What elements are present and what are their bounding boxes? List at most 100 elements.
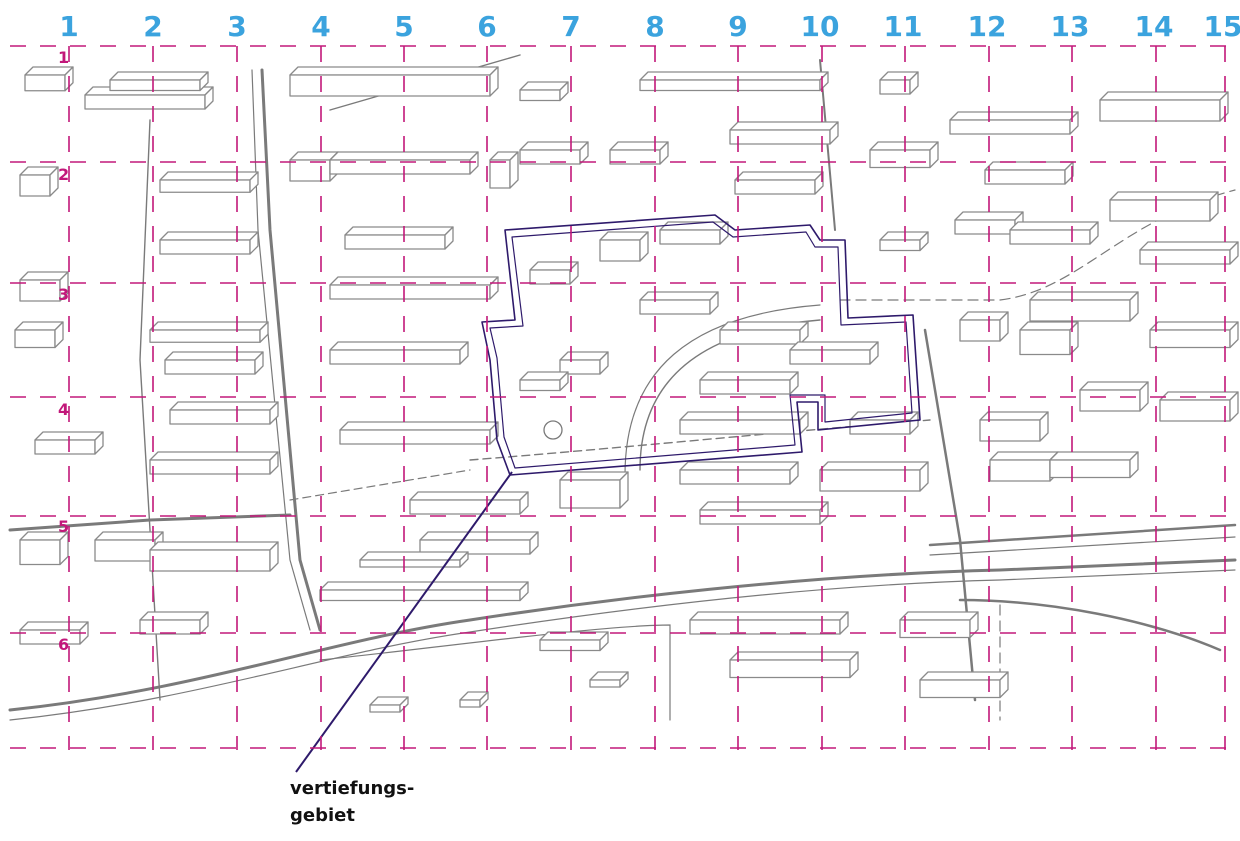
building [729, 121, 839, 145]
building [1009, 221, 1099, 245]
building [519, 141, 589, 165]
row-label: 6 [58, 635, 69, 654]
building [1099, 91, 1229, 122]
road-south-curve-inner [9, 569, 1236, 721]
column-label: 11 [884, 10, 923, 43]
building [639, 71, 829, 92]
column-label: 9 [728, 10, 747, 43]
building [19, 531, 69, 566]
road-curve-center-2 [624, 304, 821, 476]
building [14, 321, 64, 349]
building [34, 431, 104, 455]
road-east-horizontal [928, 523, 1237, 547]
row-label: 1 [58, 48, 69, 67]
building [529, 261, 579, 285]
column-label: 2 [143, 10, 162, 43]
building [19, 166, 59, 197]
roundabout-feature [543, 420, 563, 440]
road-south-lower [319, 624, 671, 721]
building [344, 226, 454, 250]
building [109, 71, 209, 92]
building [789, 341, 879, 365]
row-label: 5 [58, 517, 69, 536]
column-label: 8 [645, 10, 664, 43]
building [519, 371, 569, 392]
building [984, 161, 1074, 185]
boundary-inner [489, 221, 913, 469]
building [159, 171, 259, 193]
building [519, 81, 569, 102]
building [899, 611, 979, 639]
building [639, 291, 719, 315]
column-label: 15 [1204, 10, 1240, 43]
building [419, 531, 539, 555]
building [979, 411, 1049, 442]
building [1109, 191, 1219, 222]
building [369, 696, 409, 713]
building [1159, 391, 1239, 422]
building [719, 321, 809, 345]
row-labels: 1 2 3 4 5 6 [58, 48, 69, 654]
building [289, 66, 499, 97]
building [149, 541, 279, 572]
row-label: 2 [58, 165, 69, 184]
road-south-curve [8, 558, 1237, 712]
column-label: 12 [968, 10, 1007, 43]
main-road-west [260, 68, 322, 632]
building [19, 271, 69, 302]
building [879, 231, 929, 252]
building [329, 276, 499, 300]
building [559, 351, 609, 375]
road-east-horizontal-2 [929, 536, 1236, 556]
building [869, 141, 939, 169]
main-road-west-inner [251, 69, 311, 631]
column-label: 3 [227, 10, 246, 43]
building [679, 411, 809, 435]
building [919, 671, 1009, 699]
building [819, 461, 929, 492]
building [699, 371, 799, 395]
path-west-diag [289, 469, 471, 501]
focus-area-label-line2: gebiet [290, 805, 355, 826]
building [659, 221, 729, 245]
focus-area-boundary [481, 214, 921, 476]
column-label: 5 [394, 10, 413, 43]
building [699, 501, 829, 525]
building [149, 451, 279, 475]
column-label: 10 [801, 10, 840, 43]
building [609, 141, 669, 165]
building [589, 671, 629, 688]
building [1019, 321, 1079, 356]
boundary-outer [481, 214, 921, 476]
building [1079, 381, 1149, 412]
building [559, 471, 629, 509]
building [289, 151, 339, 182]
building [959, 311, 1009, 342]
building [729, 651, 859, 679]
building [1139, 241, 1239, 265]
grid-lines [10, 45, 1235, 750]
column-label: 14 [1135, 10, 1174, 43]
building [169, 401, 279, 425]
focus-area-label-line1: vertiefungs- [290, 778, 415, 799]
building [319, 581, 529, 602]
road-vertical-east [923, 328, 977, 702]
building [359, 551, 469, 568]
row-label: 3 [58, 285, 69, 304]
building [539, 631, 609, 652]
building [1049, 451, 1139, 479]
column-label: 6 [477, 10, 496, 43]
building [409, 491, 529, 515]
building [989, 451, 1059, 482]
building [329, 151, 479, 175]
focus-area-label: vertiefungs- gebiet [290, 775, 414, 829]
road-right-diagonal [958, 598, 1222, 652]
building [489, 151, 519, 189]
building [339, 421, 499, 445]
building [329, 341, 469, 365]
row-label: 4 [58, 400, 69, 419]
building [24, 66, 74, 92]
building [1029, 291, 1139, 322]
